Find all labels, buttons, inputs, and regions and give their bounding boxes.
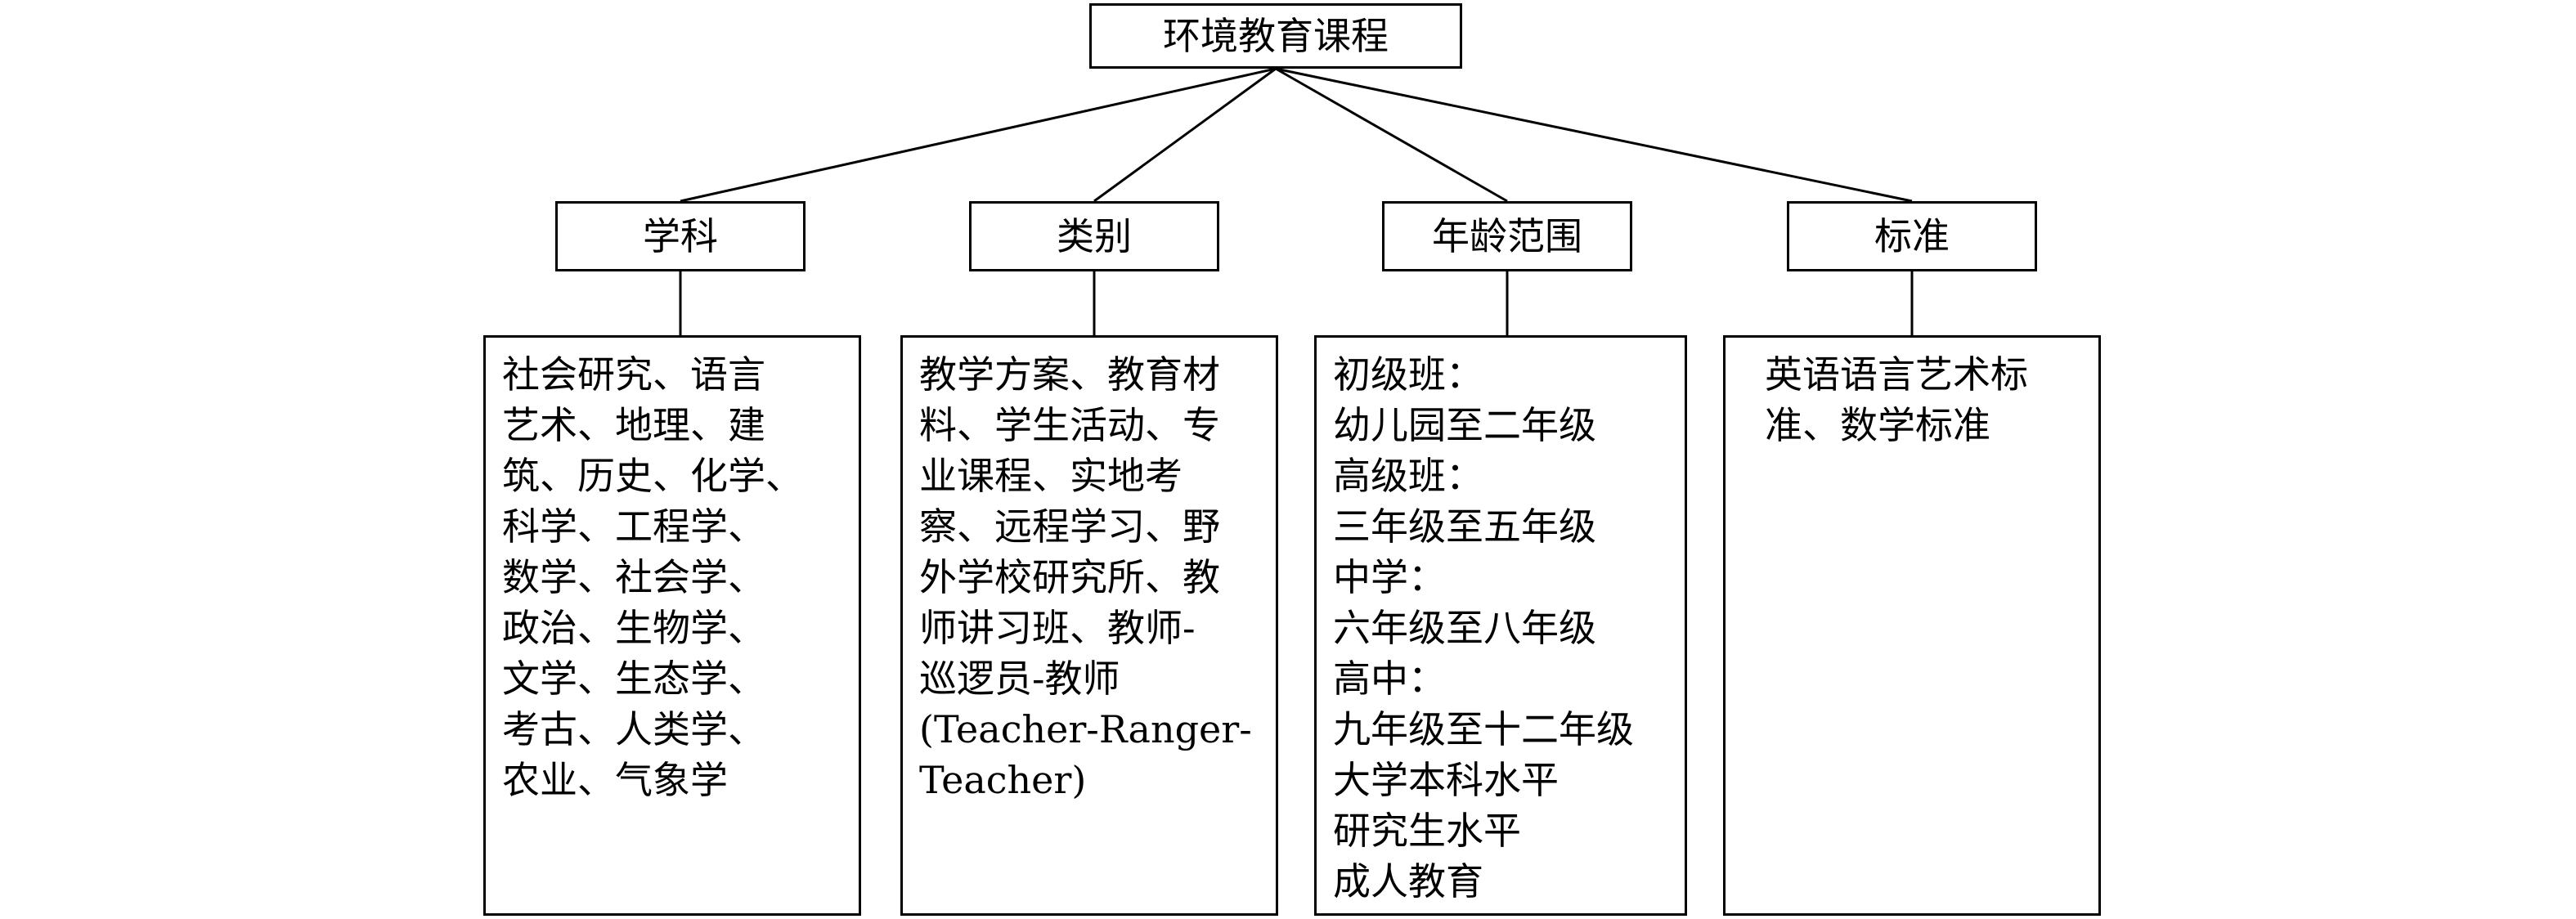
detail-line: 料、学生活动、专 [919,403,1220,447]
detail-box-age-range: 初级班： 幼儿园至二年级 高级班： 三年级至五年级 中学： 六年级至八年级 高中… [1314,335,1687,916]
detail-line: 准、数学标准 [1765,403,1990,447]
detail-line: (Teacher-Ranger- [919,707,1252,751]
detail-line: 成人教育 [1333,859,1483,903]
category-node-subject: 学科 [555,201,806,271]
connector-root-to-cat-1 [680,67,1277,203]
detail-line: 巡逻员-教师 [919,657,1120,701]
detail-line: 外学校研究所、教 [919,555,1220,599]
detail-line: 数学、社会学、 [502,555,765,599]
category-label: 标准 [1874,214,1950,258]
detail-box-subject: 社会研究、语言 艺术、地理、建 筑、历史、化学、 科学、工程学、 数学、社会学、… [483,335,861,916]
detail-line: 艺术、地理、建 [502,403,765,447]
detail-box-type: 教学方案、教育材 料、学生活动、专 业课程、实地考 察、远程学习、野 外学校研究… [900,335,1278,916]
detail-line: 六年级至八年级 [1333,606,1596,650]
category-label: 学科 [643,214,718,258]
detail-line: 师讲习班、教师- [919,606,1196,650]
detail-line: 业课程、实地考 [919,454,1183,498]
detail-box-standards: 英语语言艺术标 准、数学标准 [1723,335,2101,916]
detail-line: 初级班： [1333,352,1483,397]
category-label: 年龄范围 [1432,214,1582,258]
connector-root-to-cat-3 [1275,67,1508,203]
detail-line: 科学、工程学、 [502,504,765,549]
category-node-type: 类别 [969,201,1219,271]
detail-line: 文学、生态学、 [502,657,765,701]
category-node-standards: 标准 [1787,201,2037,271]
root-node: 环境教育课程 [1089,3,1462,69]
detail-line: 三年级至五年级 [1333,504,1596,549]
category-node-age-range: 年龄范围 [1382,201,1632,271]
detail-line: 高中： [1333,657,1446,701]
detail-line: 考古、人类学、 [502,707,765,751]
detail-line: 教学方案、教育材 [919,352,1220,397]
root-label: 环境教育课程 [1163,14,1389,58]
connector-root-to-cat-4 [1275,67,1913,203]
detail-line: 中学： [1333,555,1446,599]
detail-line: 研究生水平 [1333,809,1521,853]
detail-line: 农业、气象学 [502,758,728,802]
detail-line: 幼儿园至二年级 [1333,403,1596,447]
detail-line: 高级班： [1333,454,1483,498]
detail-line: 政治、生物学、 [502,606,765,650]
detail-line: 筑、历史、化学、 [502,454,803,498]
detail-line: Teacher) [919,758,1087,802]
detail-line: 英语语言艺术标 [1765,352,2028,397]
category-label: 类别 [1057,214,1132,258]
detail-line: 社会研究、语言 [502,352,765,397]
detail-line: 大学本科水平 [1333,758,1559,802]
detail-line: 九年级至十二年级 [1333,707,1634,751]
detail-line: 察、远程学习、野 [919,504,1220,549]
connector-root-to-cat-2 [1093,67,1277,203]
